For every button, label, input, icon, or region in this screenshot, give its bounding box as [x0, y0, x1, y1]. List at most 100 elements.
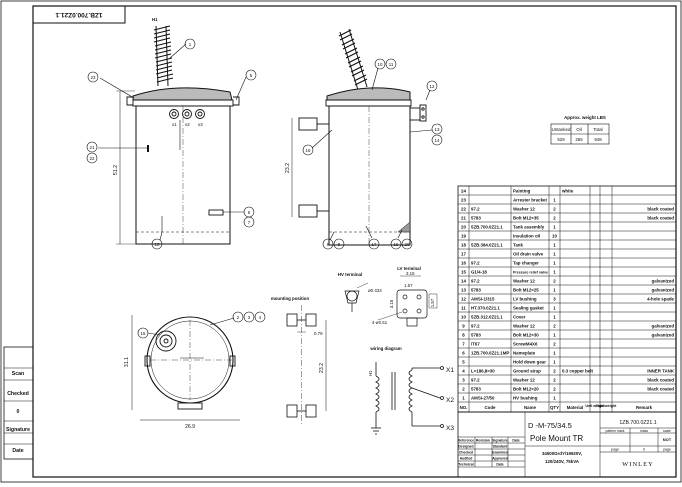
bom-cell-no: 8: [462, 333, 465, 338]
wiring-caption: wiring diagram: [369, 346, 401, 351]
bom-cell-no: 22: [461, 207, 466, 212]
bom-cell-no: 10: [461, 315, 466, 320]
bom-cell-name: Painting: [513, 189, 531, 194]
top-hv-bushing: [155, 330, 177, 352]
tb-scale-label: scale: [663, 429, 671, 433]
tb-designation: D -M-75/34.5: [528, 421, 572, 430]
bom-cell-name: Insulation oil: [513, 234, 540, 239]
bom-cell-code: /T67: [471, 342, 480, 347]
bom-cell-name: Oil drain valve: [513, 252, 544, 257]
bom-cell-code: 97.2: [471, 378, 480, 383]
bom-cell-qty: 1: [553, 351, 556, 356]
bom-cell-code: AMSI-1/315: [471, 297, 495, 302]
tb-pattern-mark: pattern mark: [605, 429, 624, 433]
left-label-signature: Signature: [6, 427, 30, 433]
balloon-4: 4: [259, 315, 262, 320]
bom-cell-name: Cover: [513, 315, 526, 320]
bom-cell-name: ScrewM4X6: [513, 342, 538, 347]
bom-cell-name: Washer 12: [513, 207, 535, 212]
bom-cell-qty: 1: [553, 198, 556, 203]
bom-cell-no: 2: [462, 387, 465, 392]
bom-cell-name: Sealing gasket: [513, 306, 544, 311]
balloon-11: 11: [389, 62, 394, 67]
bom-cell-code: 97.2: [471, 261, 480, 266]
tb-reference: Reference: [458, 439, 475, 443]
tb-page-label-2: page: [663, 448, 671, 452]
bom-cell-name: Tap changer: [513, 261, 539, 266]
side-bracket-bottom: [298, 204, 318, 218]
bom-cell-qty: 10: [552, 234, 557, 239]
bom-cell-code: G1/4-18: [471, 270, 487, 275]
bom-cell-code: 5ZB.384.0Z21.1: [471, 243, 503, 248]
bom-cell-code: HT.370.0Z21.1: [471, 306, 500, 311]
balloon-20: 20: [405, 242, 410, 247]
side-bracket-top: [298, 117, 318, 131]
bom-cell-no: 14: [461, 279, 466, 284]
balloon-9: 9: [338, 242, 341, 247]
bom-cell-no: 11: [461, 306, 466, 311]
weight-h-total: Total: [593, 127, 602, 132]
drawing-number-rotated: 1ZB.700.0Z21.1: [55, 11, 102, 18]
tb-rating2: 120/240V, 75kVA: [545, 459, 580, 464]
weight-title: Approx. weight LBS: [564, 115, 606, 120]
bom-cell-code: 5783: [471, 216, 481, 221]
bom-cell-qty: 1: [553, 360, 556, 365]
bom-cell-no: 15: [461, 270, 466, 275]
lv-terminal-detail: LV terminal 3.15 1.57 3.15 1.57 4-ø0.51: [372, 266, 438, 327]
bom-h-remark: Remark: [636, 405, 653, 410]
bom-cell-name: Tank: [513, 243, 523, 248]
tb-page-value: 0: [643, 448, 645, 452]
bom-cell-remark: galvanized: [652, 324, 675, 329]
bom-cell-name: Bolt M12×20: [513, 387, 539, 392]
bracket-view: 0.79 23.2: [286, 305, 327, 425]
hv-bushing-front: [153, 25, 174, 87]
tb-date: Date: [512, 439, 519, 443]
bom-cell-qty: 2: [553, 342, 556, 347]
balloon-5: 5: [250, 73, 253, 78]
lv-dim-top-inner: 1.57: [404, 283, 413, 288]
tb-product: Pole Mount TR: [530, 434, 583, 443]
tb-company: WINLEY: [622, 461, 654, 468]
drawing-number-box: 1ZB.700.0Z21.1: [32, 5, 126, 24]
front-bracket-left: [126, 96, 133, 106]
bom-cell-qty: 1: [553, 396, 556, 401]
tb-approved: Approved: [492, 457, 508, 461]
bom-cell-name: Hold down gear: [513, 360, 546, 365]
bom-cell-remark: 4-hole spade: [647, 297, 674, 302]
bom-cell-remark: galvanized: [652, 279, 675, 284]
front-balloons: 1 23 5 21 22 18 6 7: [86, 38, 257, 250]
bom-cell-no: 1: [462, 396, 465, 401]
balloon-23: 23: [91, 75, 96, 80]
left-label-scan: Scan: [12, 371, 24, 377]
bom-header-row: NO. Code Name QTY Material Unit weight T…: [460, 404, 653, 410]
front-cover: [132, 87, 233, 101]
bom-cell-name: Bolt M12×30: [513, 333, 539, 338]
bom-cell-remark: black coated: [647, 378, 674, 383]
left-label-checked: Checked: [7, 391, 29, 397]
front-bracket-right: [233, 96, 240, 106]
top-view: 26.9 31.1 mounting position 15 2 3 4: [124, 296, 309, 430]
balloon-3: 3: [248, 315, 251, 320]
balloon-8: 8: [327, 242, 330, 247]
wiring-x3: X3: [446, 425, 454, 432]
bom-cell-name: Arrester bracket: [513, 198, 547, 203]
tb-mass: mass: [640, 429, 648, 433]
tb-rating1: 34500GrdY/19920V,: [542, 451, 582, 456]
side-balloons: 10 11 12 13 14 16 8 9 17 19 20: [302, 58, 443, 250]
tb-date2: Date: [496, 463, 503, 467]
bom-cell-no: 13: [461, 288, 466, 293]
weight-v-untanked: 529: [557, 137, 565, 142]
wiring-diagram: wiring diagram H1 X1 X2 X3: [368, 346, 454, 435]
balloon-17: 17: [372, 242, 377, 247]
bom-h-qty: QTY: [550, 405, 559, 410]
title-block: Reference Revision Signature Date Design…: [457, 411, 677, 478]
bracket-small-dim: 0.79: [314, 331, 323, 336]
tb-revision: Revision: [476, 439, 490, 443]
bom-cell-no: 9: [462, 324, 465, 329]
bom-cell-no: 17: [461, 252, 466, 257]
bom-h-no: NO.: [460, 405, 468, 410]
balloon-12: 12: [430, 84, 435, 89]
bom-cell-name: Washer 12: [513, 324, 535, 329]
